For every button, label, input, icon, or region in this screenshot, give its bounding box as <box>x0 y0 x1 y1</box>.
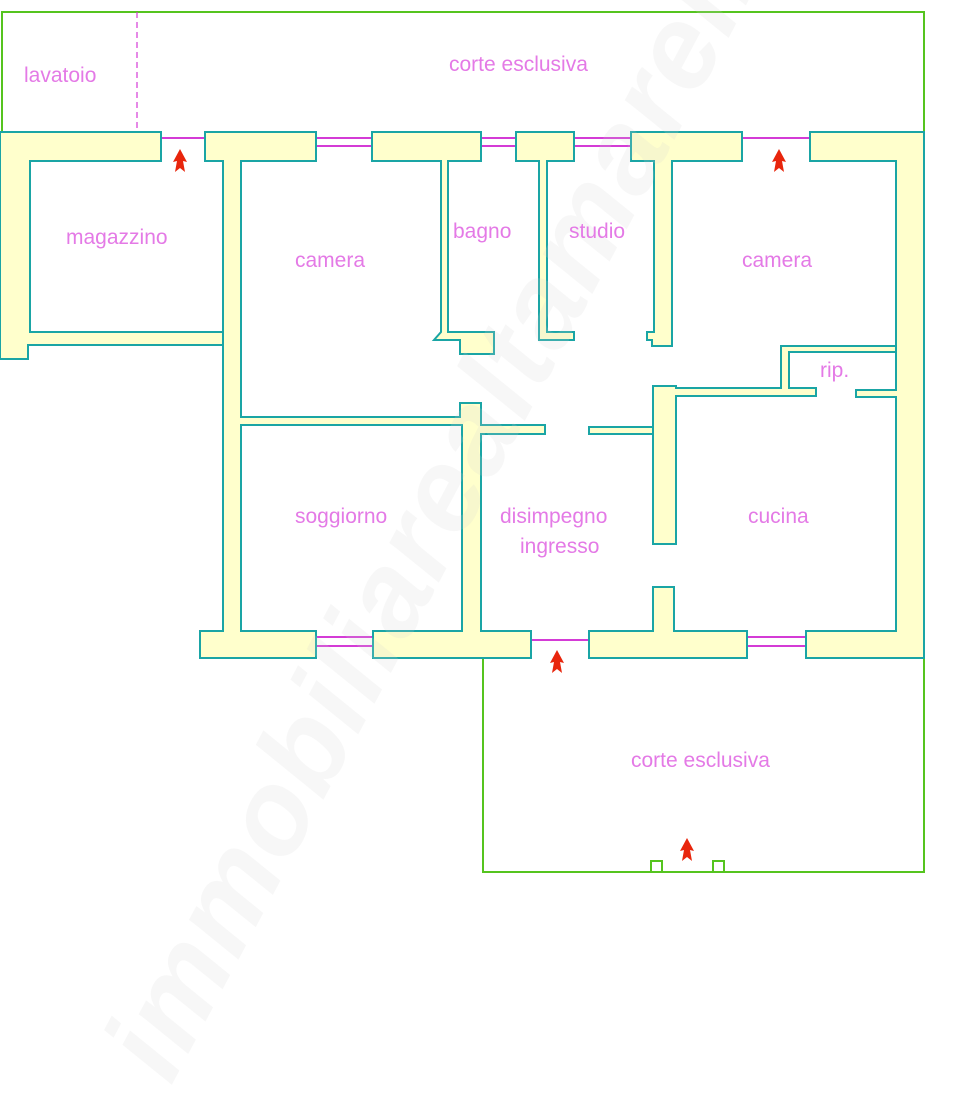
wall-rip <box>652 345 897 545</box>
label-corte-bottom: corte esclusiva <box>631 749 770 772</box>
label-ingresso: ingresso <box>520 535 600 558</box>
label-camera-right: camera <box>742 249 813 272</box>
walls <box>0 131 925 659</box>
wall-bottom-t <box>588 586 748 659</box>
entry-arrow-ingresso <box>550 650 564 673</box>
label-camera-left: camera <box>295 249 366 272</box>
gate-post-left <box>650 860 663 873</box>
wall-bagno <box>371 131 495 355</box>
floor-plan-drawing <box>0 11 925 873</box>
label-cucina: cucina <box>748 505 809 528</box>
floor-plan: immobiliarealtamaremma lavatoio corte es… <box>0 11 925 873</box>
entry-arrow-magazzino <box>173 149 187 172</box>
entry-arrow-camera-right <box>772 149 786 172</box>
label-rip: rip. <box>820 359 850 382</box>
entry-arrow-gate <box>680 838 694 861</box>
wall-right-outer <box>805 131 925 659</box>
wall-disimpegno-stub <box>588 426 654 435</box>
label-lavatoio: lavatoio <box>24 64 97 87</box>
windows <box>161 137 810 647</box>
property-boundary <box>1 11 925 873</box>
label-disimpegno: disimpegno <box>500 505 608 528</box>
label-magazzino: magazzino <box>66 226 168 249</box>
label-corte-top: corte esclusiva <box>449 53 588 76</box>
wall-studio <box>515 131 575 341</box>
gate-post-right <box>712 860 725 873</box>
wall-central-vertical <box>199 131 546 659</box>
boundary-top-court <box>1 11 925 132</box>
label-soggiorno: soggiorno <box>295 505 388 528</box>
label-bagno: bagno <box>453 220 512 243</box>
wall-camera-right-t <box>630 131 743 347</box>
entry-arrows <box>173 149 786 861</box>
gate-posts <box>650 860 725 873</box>
label-studio: studio <box>569 220 626 243</box>
boundary-bottom-court <box>482 658 925 873</box>
